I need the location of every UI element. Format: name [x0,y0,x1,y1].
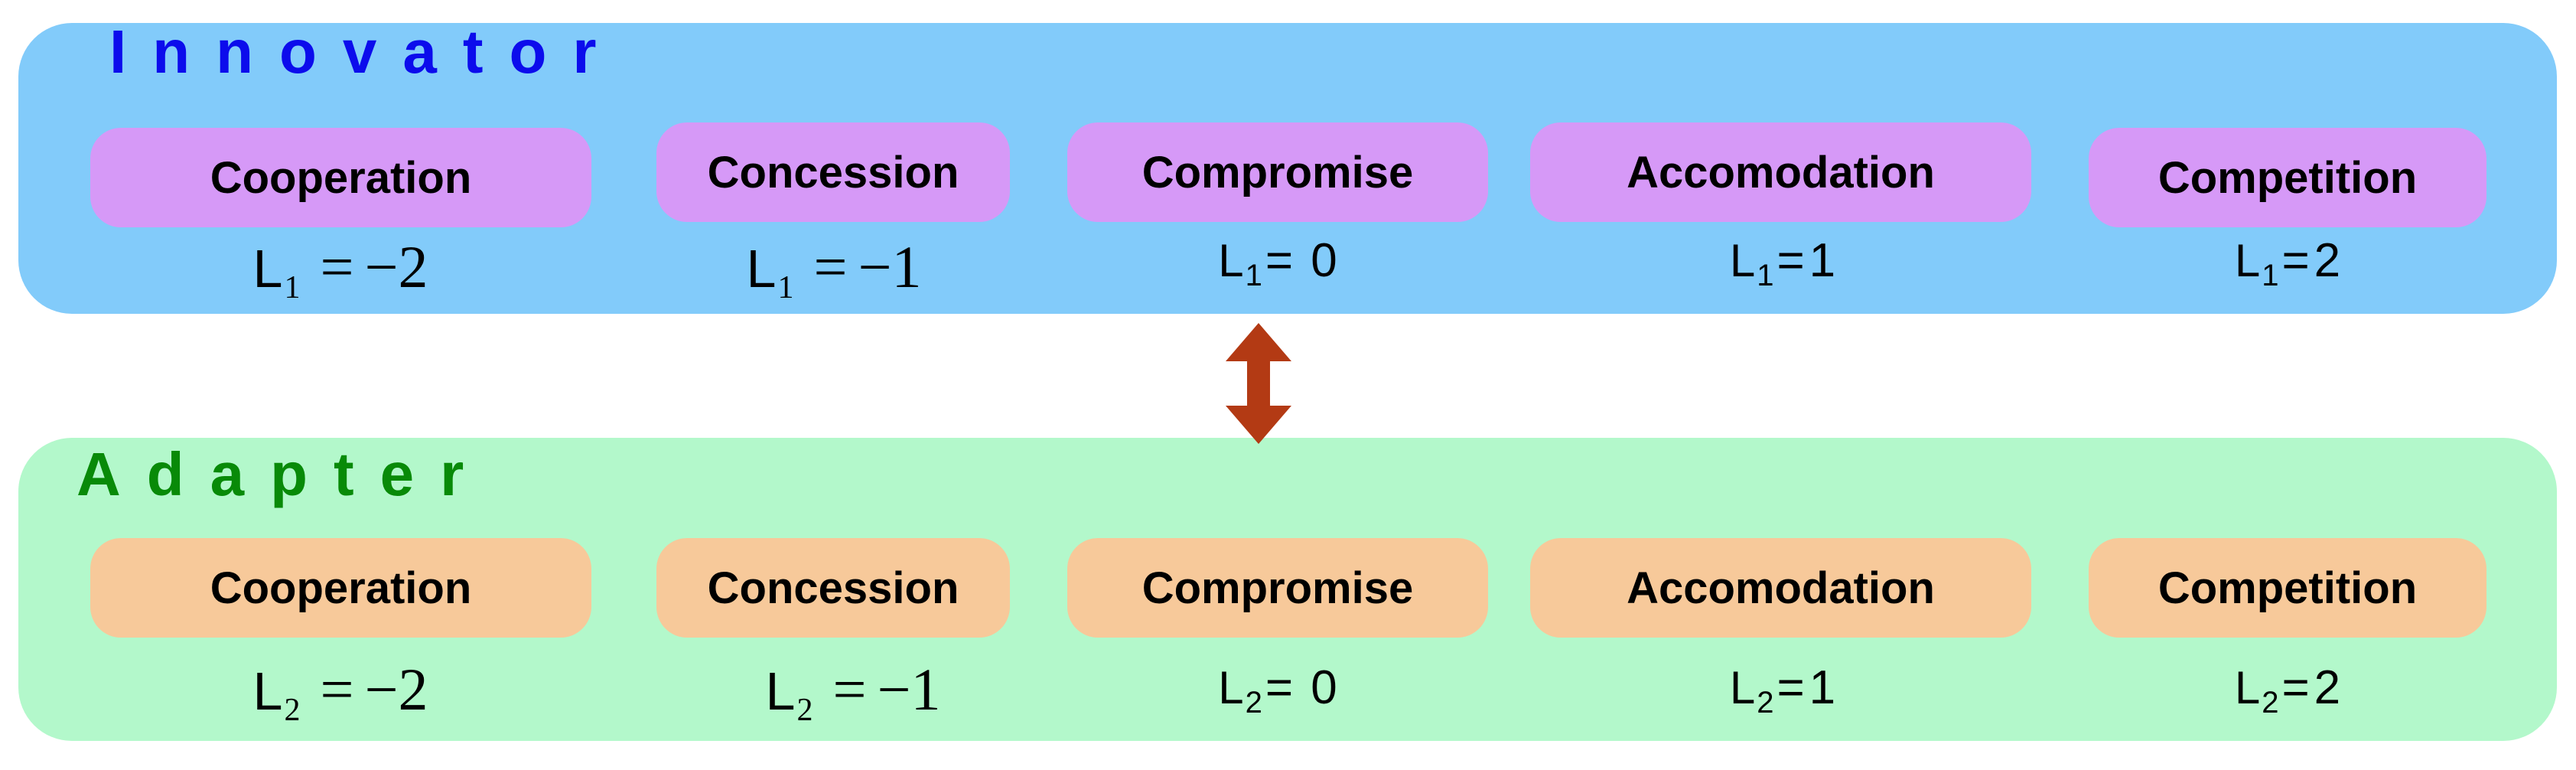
eq-sub: 2 [1757,686,1774,719]
eq-sub: 1 [777,270,794,305]
adapter-box-accomodation: Accomodation [1530,538,2031,638]
adapter-box-concession: Concession [656,538,1010,638]
innovator-box-cooperation: Cooperation [90,128,591,227]
adapter-box-competition: Competition [2089,538,2486,638]
eq-op: = [2281,234,2310,287]
adapter-box-cooperation: Cooperation [90,538,591,638]
eq-val: −2 [364,656,428,723]
eq-var: L [1218,662,1244,713]
eq-op: = [320,656,354,723]
eq-var: L [2234,662,2261,713]
eq-sub: 2 [284,693,301,728]
innovator-box-accomodation: Accomodation [1530,122,2031,222]
eq-sub: 1 [2262,259,2279,292]
eq-op: = [1265,661,1294,714]
innovator-box-competition: Competition [2089,128,2486,227]
innovator-box-concession: Concession [656,122,1010,222]
eq-val: −2 [364,233,428,300]
eq-val: 1 [1809,234,1836,287]
eq-val: −1 [877,656,941,723]
adapter-title: Adapter [77,440,490,508]
eq-var: L [1729,662,1756,713]
eq-sub: 2 [1245,686,1262,719]
eq-var: L [2234,235,2261,286]
eq-var: L [252,239,283,299]
innovator-box-compromise: Compromise [1067,122,1488,222]
eq-val: 0 [1298,661,1337,714]
eq-op: = [320,233,354,300]
eq-val: 1 [1809,661,1836,714]
eq-sub: 1 [1245,259,1262,292]
eq-val: 2 [2314,661,2341,714]
eq-val: −1 [858,233,922,300]
adapter-box-compromise: Compromise [1067,538,1488,638]
eq-sub: 2 [2262,686,2279,719]
eq-op: = [1265,234,1294,287]
eq-op: = [1776,234,1805,287]
eq-var: L [1218,235,1244,286]
innovator-title: Innovator [109,18,623,86]
eq-var: L [765,661,796,721]
eq-op: = [813,233,848,300]
double-arrow-icon [1226,323,1291,444]
eq-val: 0 [1298,234,1337,287]
eq-var: L [252,661,283,721]
eq-op: = [2281,661,2310,714]
eq-var: L [746,239,777,299]
eq-sub: 1 [284,270,301,305]
eq-val: 2 [2314,234,2341,287]
eq-op: = [1776,661,1805,714]
eq-sub: 1 [1757,259,1774,292]
eq-var: L [1729,235,1756,286]
eq-sub: 2 [796,693,813,728]
eq-op: = [832,656,867,723]
